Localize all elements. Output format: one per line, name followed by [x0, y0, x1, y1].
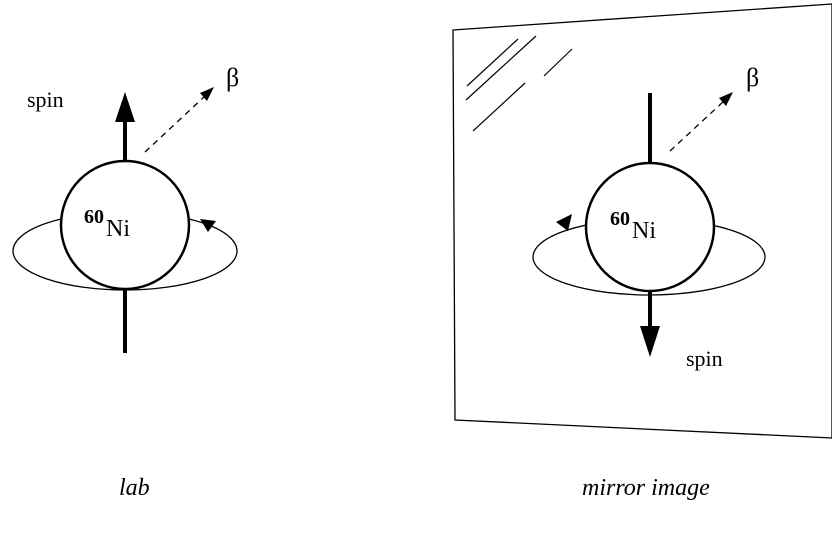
- lab-beta-arrowhead: [200, 87, 214, 101]
- mirror-glare-streak: [472, 82, 526, 132]
- lab-nucleus: [59, 159, 191, 291]
- mirror-caption: mirror image: [582, 475, 710, 501]
- mirror-nucleus-mass: 60: [610, 208, 630, 230]
- mirror-nucleus-element: Ni: [632, 218, 656, 244]
- mirror-beta-arrowhead: [719, 92, 733, 106]
- lab-nucleus-element: Ni: [106, 216, 130, 242]
- mirror-beta-direction-line: [669, 100, 725, 152]
- mirror-beta-label: β: [746, 63, 759, 92]
- lab-rotation-arrowhead: [200, 219, 216, 232]
- mirror-glare-streak: [466, 38, 519, 87]
- mirror-panel: 60 Ni β spin mirror image: [452, 3, 832, 501]
- mirror-glare-streak: [543, 48, 573, 77]
- mirror-spin-arrowhead: [640, 326, 660, 357]
- mirror-spin-label: spin: [686, 346, 723, 371]
- lab-panel: 60 Ni spin β lab: [12, 63, 239, 501]
- lab-beta-direction-line: [144, 95, 206, 153]
- lab-caption: lab: [119, 475, 150, 501]
- lab-nucleus-mass: 60: [84, 206, 104, 228]
- mirror-pane: [452, 3, 832, 439]
- lab-spin-label: spin: [27, 87, 64, 112]
- mirror-nucleus: [584, 161, 716, 293]
- lab-beta-label: β: [226, 63, 239, 92]
- lab-spin-arrowhead: [115, 92, 135, 122]
- mirror-rotation-arrowhead: [556, 214, 572, 231]
- mirror-glare-streak: [465, 35, 537, 101]
